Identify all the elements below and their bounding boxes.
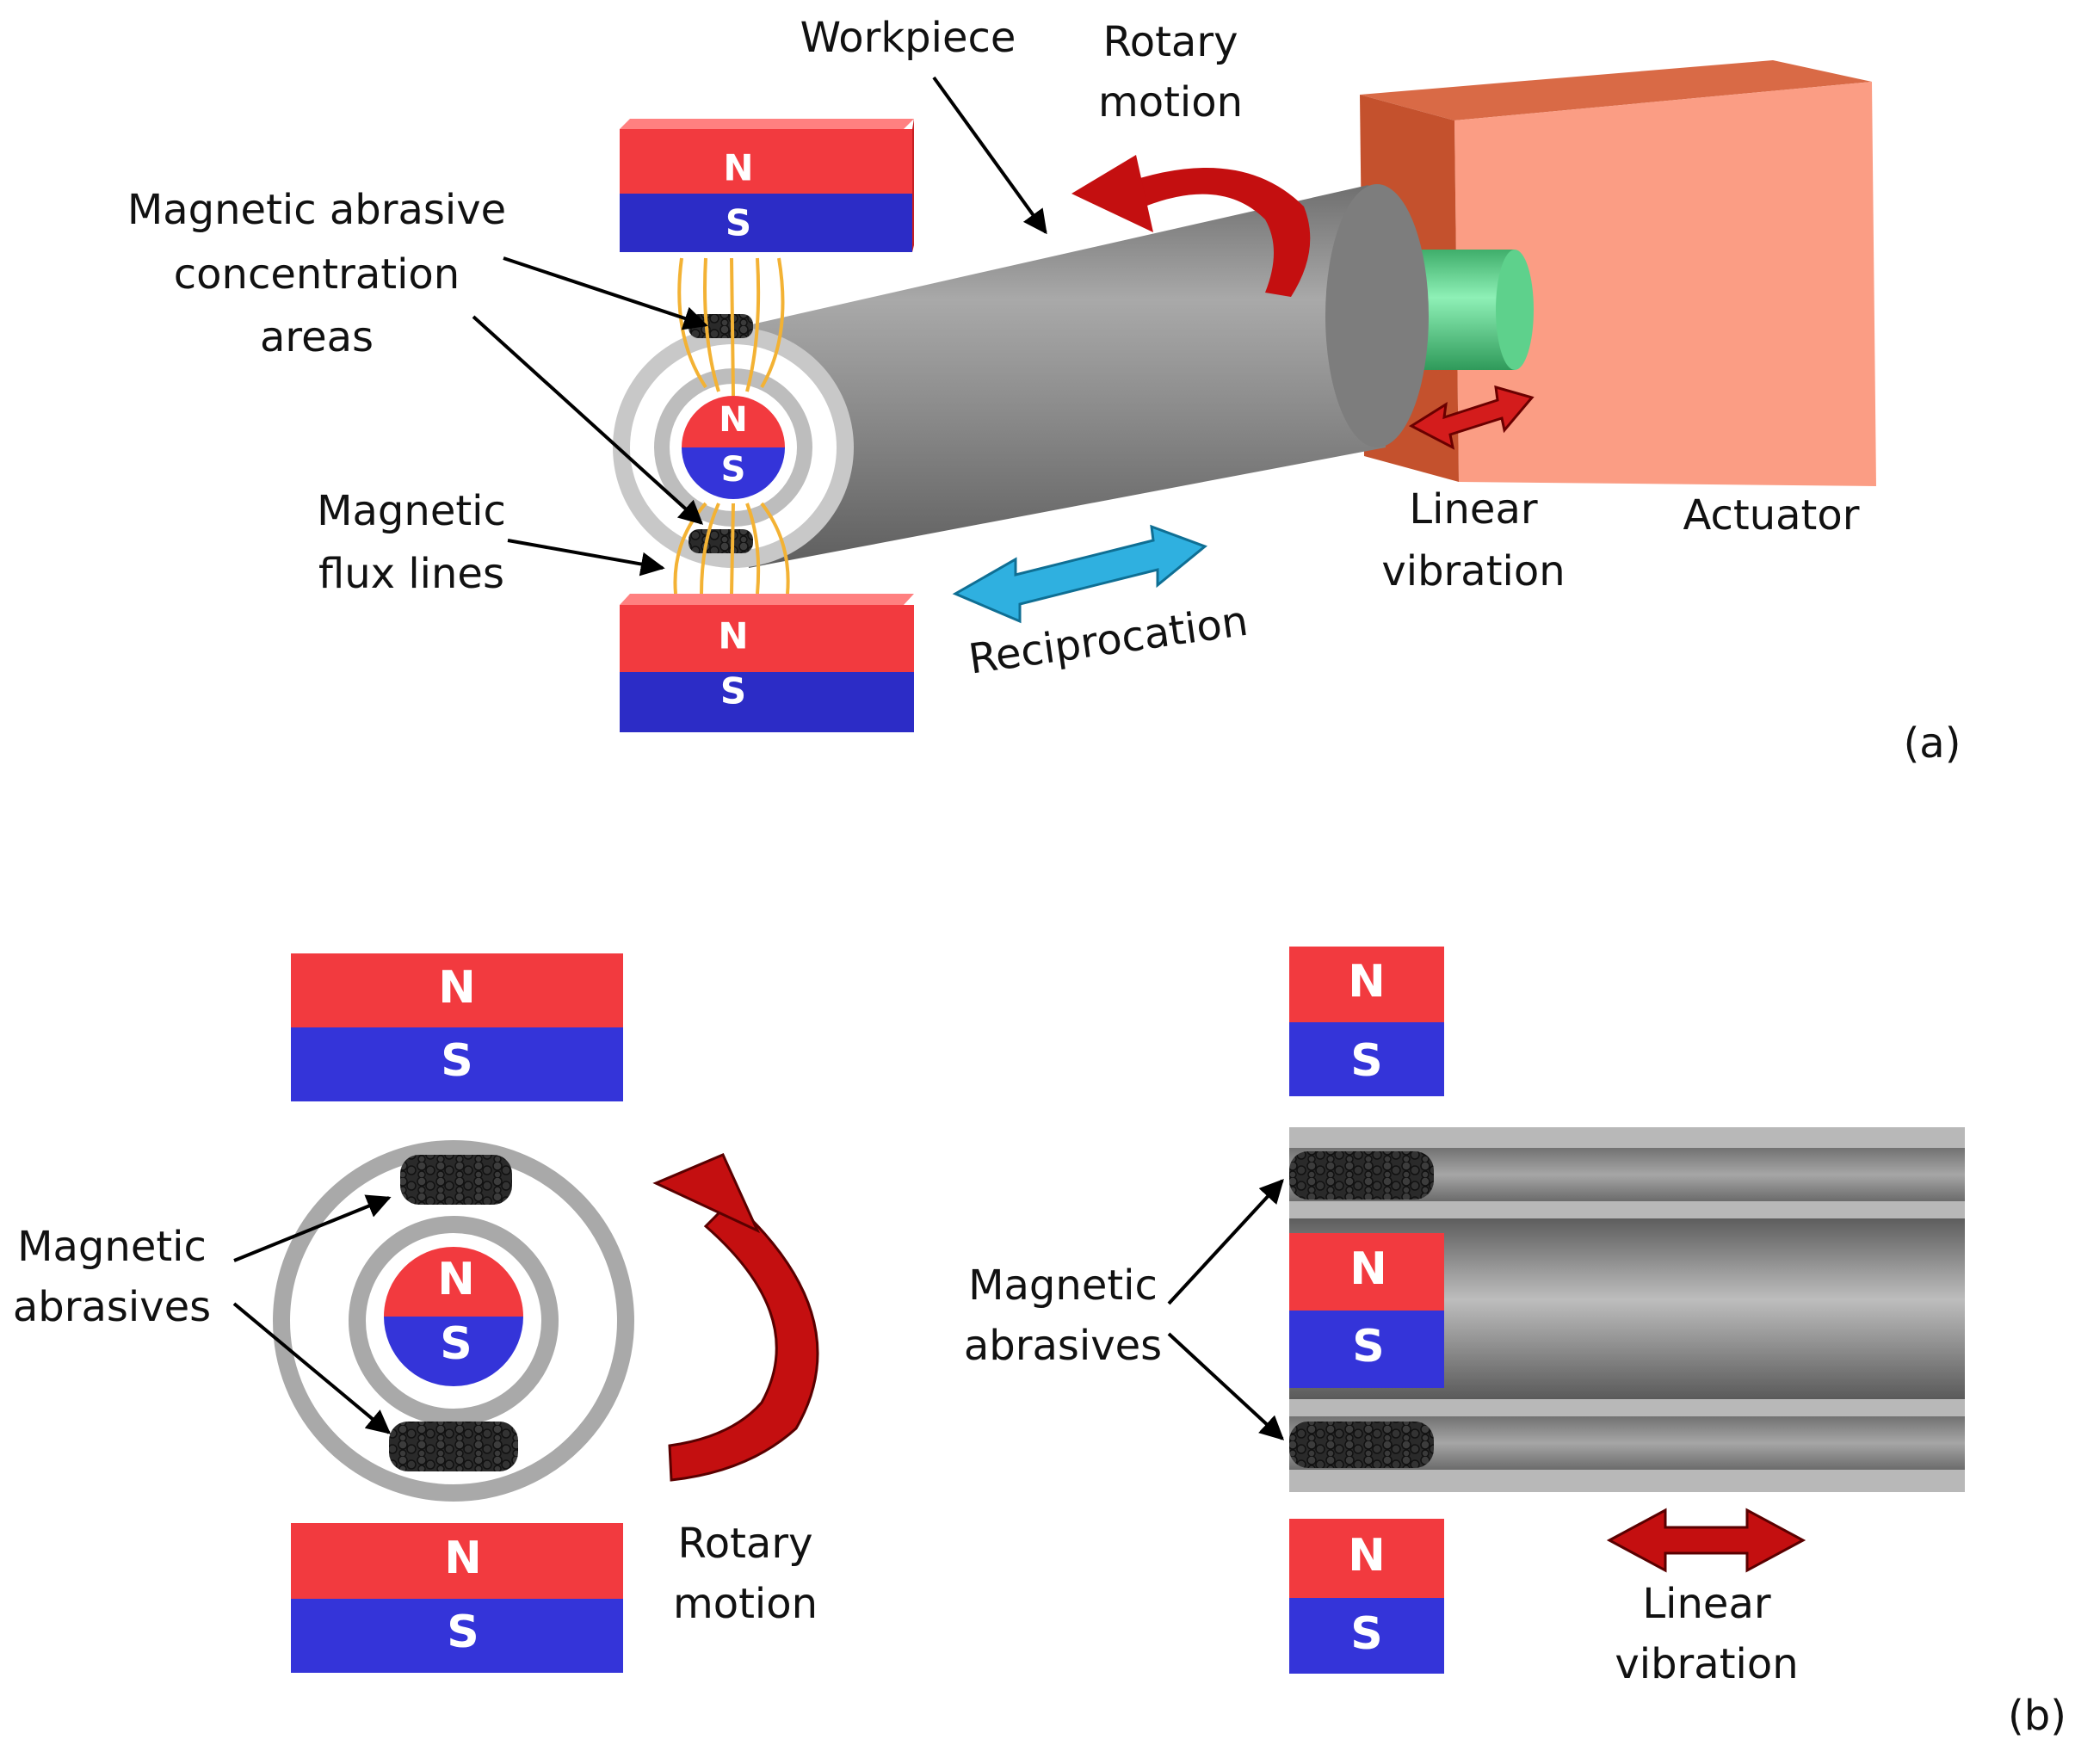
bottom-magnet-b-right-south: S [1350,1608,1382,1660]
bottom-magnet-a-south: S [720,670,746,712]
panel-label-b: (b) [2008,1692,2066,1740]
tube-inner-bottom-wall [1289,1399,1965,1416]
leader-arrows-b-right [1167,1178,1285,1440]
abrasive-areas-line3: areas [260,313,374,361]
reciprocation-arrow [952,524,1207,624]
abrasive-clump-top [689,314,753,338]
inner-magnet-a-north: N [719,400,747,440]
inner-magnet-b-left-north: N [437,1254,475,1305]
top-magnet-b-left: N S [291,953,623,1101]
rotary-motion-arrow-b [652,1153,819,1482]
bottom-magnet-b-right: N S [1289,1519,1444,1674]
linear-vibration-arrow-b [1606,1508,1806,1573]
abrasive-clump-bottom-right [1289,1422,1434,1468]
top-magnet-a: N S [620,119,914,252]
bottom-magnet-a: N S [620,594,914,732]
top-magnet-b-left-south: S [441,1035,472,1087]
inner-magnet-b-left-south: S [440,1318,472,1370]
outer-ring [273,1140,634,1502]
inner-magnet-b-right-north: N [1349,1243,1387,1295]
part-b-longitudinal-section: N S N S N S [964,947,2066,1740]
flux-lines-line1: Magnetic [317,487,506,535]
actuator-label: Actuator [1683,491,1860,540]
flux-lines-line2: flux lines [318,550,504,598]
inner-magnet-a: N S [682,396,785,499]
top-magnet-a-south: S [726,202,751,244]
left-abrasives-line1: Magnetic [17,1223,207,1271]
panel-label-a: (a) [1904,719,1961,768]
top-magnet-b-right-north: N [1348,956,1386,1008]
linear-vibration-a-line2: vibration [1381,547,1565,595]
rotary-motion-a-line1: Rotary [1103,18,1238,66]
top-magnet-b-right: N S [1289,947,1444,1096]
linear-vibration-b-line2: vibration [1615,1640,1798,1688]
part-b-cross-section: N S N S N S [13,953,819,1673]
inner-ring [349,1216,559,1426]
abrasive-areas-line2: concentration [174,250,460,299]
leader-arrows-b-left [232,1194,392,1434]
tube-outer-top-wall [1289,1127,1965,1148]
tube-inner-top-wall [1289,1201,1965,1218]
inner-magnet-a-south: S [721,450,746,490]
rotary-motion-arrow-a [1071,155,1311,297]
inner-magnet-b-left: N S [384,1247,523,1386]
linear-vibration-a-line1: Linear [1409,485,1537,534]
bottom-magnet-b-left: N S [291,1523,623,1673]
leader-arrows-a [472,76,1047,577]
inner-magnet-b-right: N S [1289,1233,1444,1388]
linear-vibration-arrow-a [1408,385,1535,450]
abrasive-areas-line1: Magnetic abrasive [127,186,506,234]
top-magnet-b-left-north: N [438,962,476,1014]
tube-outer-bottom-wall [1289,1470,1965,1492]
bottom-magnet-b-left-south: S [447,1607,479,1658]
bottom-magnet-b-left-north: N [444,1533,482,1584]
right-abrasives-line1: Magnetic [968,1261,1158,1310]
workpiece-label: Workpiece [800,14,1016,62]
left-abrasives-line2: abrasives [13,1283,211,1331]
bottom-magnet-b-right-north: N [1348,1530,1386,1582]
inner-magnet-b-right-south: S [1352,1321,1384,1372]
rotary-motion-a-line2: motion [1098,78,1243,126]
part-a: N S N S [127,14,1961,768]
abrasive-clump-bottom [689,529,753,553]
linear-vibration-b-line1: Linear [1642,1580,1770,1628]
top-magnet-b-right-south: S [1350,1035,1382,1087]
rotary-motion-b-line2: motion [673,1580,818,1628]
top-magnet-a-north: N [723,147,753,189]
rotary-motion-b-line1: Rotary [678,1520,813,1568]
bottom-magnet-a-north: N [718,615,748,657]
abrasive-clump-bottom-left [389,1422,518,1471]
right-abrasives-line2: abrasives [964,1322,1162,1370]
abrasive-clump-top-right [1289,1151,1434,1200]
abrasive-clump-top-left [400,1155,512,1205]
